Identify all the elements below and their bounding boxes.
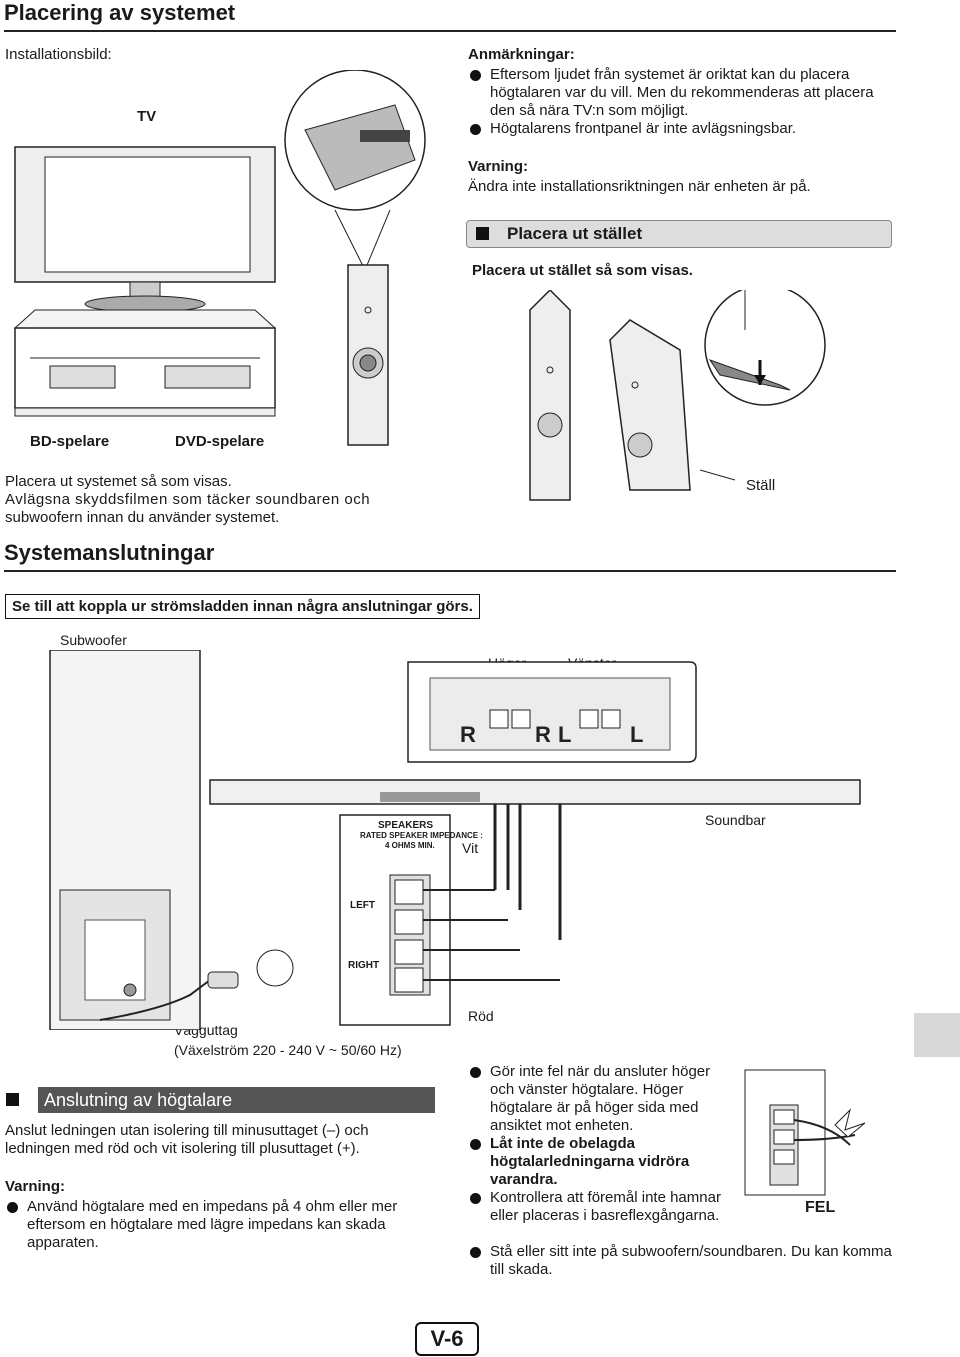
stand-heading-box: Placera ut stället [466, 220, 892, 248]
stand-label: Ställ [746, 477, 776, 494]
tv-setup-illustration [13, 70, 426, 446]
panel-speakers: SPEAKERS [378, 820, 434, 831]
bd-label: BD-spelare [30, 433, 110, 450]
notes-warning-text: Ändra inte installationsriktningen när e… [468, 178, 811, 195]
tips-list-wide: Stå eller sitt inte på subwoofern/soundb… [468, 1243, 898, 1279]
notes-list: Eftersom ljudet från systemet är oriktat… [468, 66, 896, 138]
panel-left: LEFT [350, 900, 375, 911]
svg-text:R: R [535, 722, 551, 747]
page-title: Placering av systemet [4, 0, 236, 25]
speaker-text: Anslut ledningen utan isolering till min… [5, 1122, 369, 1157]
svg-text:R: R [460, 722, 476, 747]
stand-instruction: Placera ut stället så som visas. [472, 262, 693, 279]
tip-item: Gör inte fel när du ansluter höger och v… [468, 1063, 724, 1135]
panel-ohms: 4 OHMS MIN. [385, 841, 435, 850]
install-label: Installationsbild: [5, 46, 112, 63]
speaker-heading: Anslutning av högtalare [44, 1090, 233, 1110]
install-text-2: Avlägsna skyddsfilmen som täcker soundba… [5, 491, 371, 508]
dvd-label: DVD-spelare [175, 433, 265, 450]
connections-title: Systemanslutningar [4, 540, 215, 565]
fel-label: FEL [805, 1199, 836, 1216]
install-text-1: Placera ut systemet så som visas. [5, 473, 232, 490]
stand-illustration [529, 290, 826, 501]
notes-warning-label: Varning: [468, 158, 529, 175]
speaker-warning-label: Varning: [5, 1178, 66, 1195]
tip-item: Kontrollera att föremål inte hamnar elle… [468, 1189, 724, 1225]
connections-rule [4, 570, 896, 572]
section-bullet-icon [476, 227, 489, 240]
speaker-warning-list: Använd högtalare med en impedans på 4 oh… [5, 1198, 433, 1252]
svg-text:L: L [630, 722, 643, 747]
white-label: Vit [462, 840, 479, 856]
note-item: Högtalarens frontpanel är inte avlägsnin… [468, 120, 896, 138]
note-item: Eftersom ljudet från systemet är oriktat… [468, 66, 896, 120]
wrong-connection-illustration [744, 1069, 866, 1196]
tip-item: Stå eller sitt inte på subwoofern/soundb… [468, 1243, 898, 1279]
subwoofer-label: Subwoofer [60, 632, 127, 648]
tip-item: Låt inte de obelagda högtalarledningarna… [468, 1135, 724, 1189]
red-label: Röd [468, 1008, 494, 1024]
stand-heading: Placera ut stället [507, 224, 643, 243]
side-tab [914, 1013, 960, 1057]
speaker-warning-item: Använd högtalare med en impedans på 4 oh… [5, 1198, 433, 1252]
section-bullet-icon [6, 1093, 19, 1106]
speaker-heading-bar: Anslutning av högtalare [6, 1087, 435, 1113]
soundbar-label: Soundbar [705, 812, 766, 828]
notes-heading: Anmärkningar: [468, 46, 575, 63]
install-text-3: subwoofern innan du använder systemet. [5, 509, 280, 526]
outlet-line-2: (Växelström 220 - 240 V ~ 50/60 Hz) [174, 1042, 402, 1058]
panel-right: RIGHT [348, 960, 380, 971]
panel-impedance: RATED SPEAKER IMPEDANCE : [360, 831, 483, 840]
tv-label: TV [137, 108, 157, 125]
title-rule [4, 30, 896, 32]
connections-warning-box: Se till att koppla ur strömsladden innan… [5, 594, 480, 619]
tips-list: Gör inte fel när du ansluter höger och v… [468, 1063, 724, 1225]
page-number: V-6 [415, 1322, 479, 1356]
svg-text:L: L [558, 722, 571, 747]
